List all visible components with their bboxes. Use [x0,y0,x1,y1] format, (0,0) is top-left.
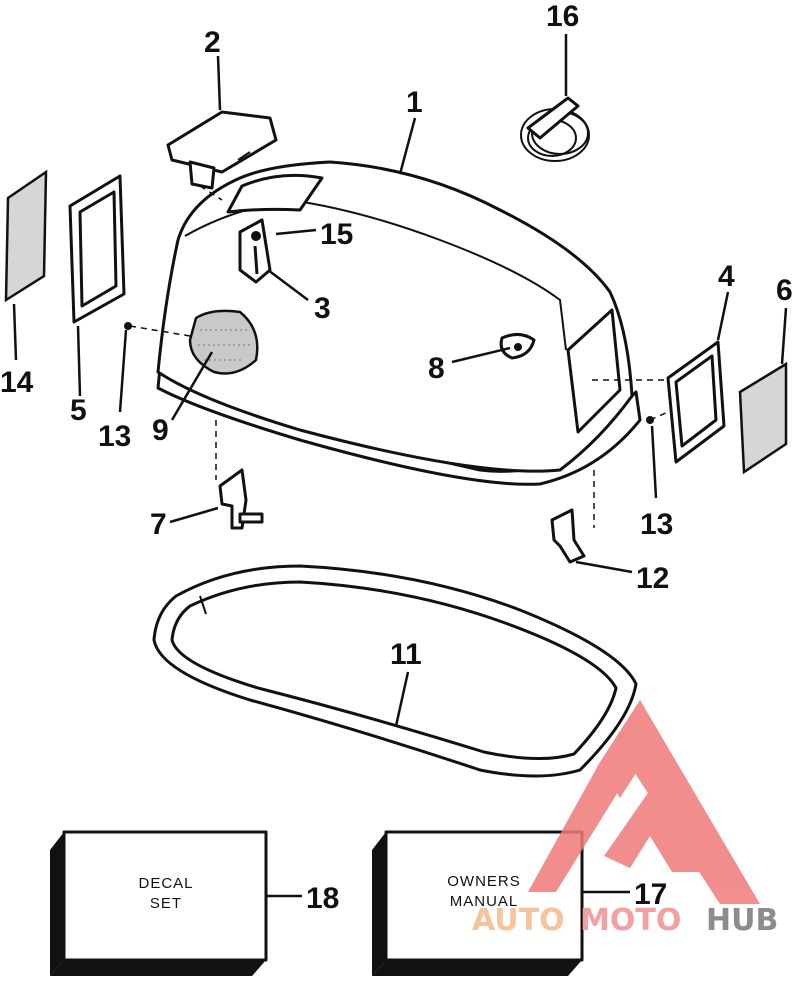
callout-14: 14 [0,366,34,399]
callout-13-left: 13 [98,420,131,453]
callout-13-right: 13 [640,508,673,541]
callout-5: 5 [70,394,87,427]
callout-8: 8 [428,352,445,385]
bracket-12 [550,508,586,564]
assembly-lines [129,185,669,528]
decal-box-line1: DECAL [138,875,193,892]
callout-9: 9 [152,414,169,447]
leader-lines [12,34,788,898]
engine-cover-part [156,160,642,486]
watermark-logo [528,700,760,904]
callout-16: 16 [546,0,579,33]
callout-17: 17 [634,878,667,911]
callout-2: 2 [204,26,221,59]
cable-part [520,96,590,162]
callout-11: 11 [390,638,422,671]
callout-6: 6 [776,274,793,307]
callout-7: 7 [150,508,167,541]
owners-manual-box [372,830,584,976]
seal-11 [152,564,638,778]
left-frame-5 [68,174,126,324]
callout-15: 15 [320,218,353,251]
handle-part [166,110,278,190]
callout-1: 1 [406,86,423,119]
right-frame-4 [666,340,726,464]
callout-3: 3 [314,292,331,325]
callout-4: 4 [718,260,735,293]
watermark-auto: AUTO [472,903,565,938]
manual-box-line1: OWNERS [447,873,521,890]
callout-18: 18 [306,882,339,915]
manual-box-line2: MANUAL [450,893,519,910]
bracket-7 [218,468,264,530]
watermark-hub: HUB [706,903,778,938]
right-panel-6 [738,361,788,475]
callout-12: 12 [636,562,669,595]
left-panel-14 [4,169,48,303]
decal-box-line2: SET [150,895,182,912]
sound-pad-part [188,309,259,375]
watermark-moto: MOTO [580,903,681,938]
decal-set-box [50,830,268,976]
